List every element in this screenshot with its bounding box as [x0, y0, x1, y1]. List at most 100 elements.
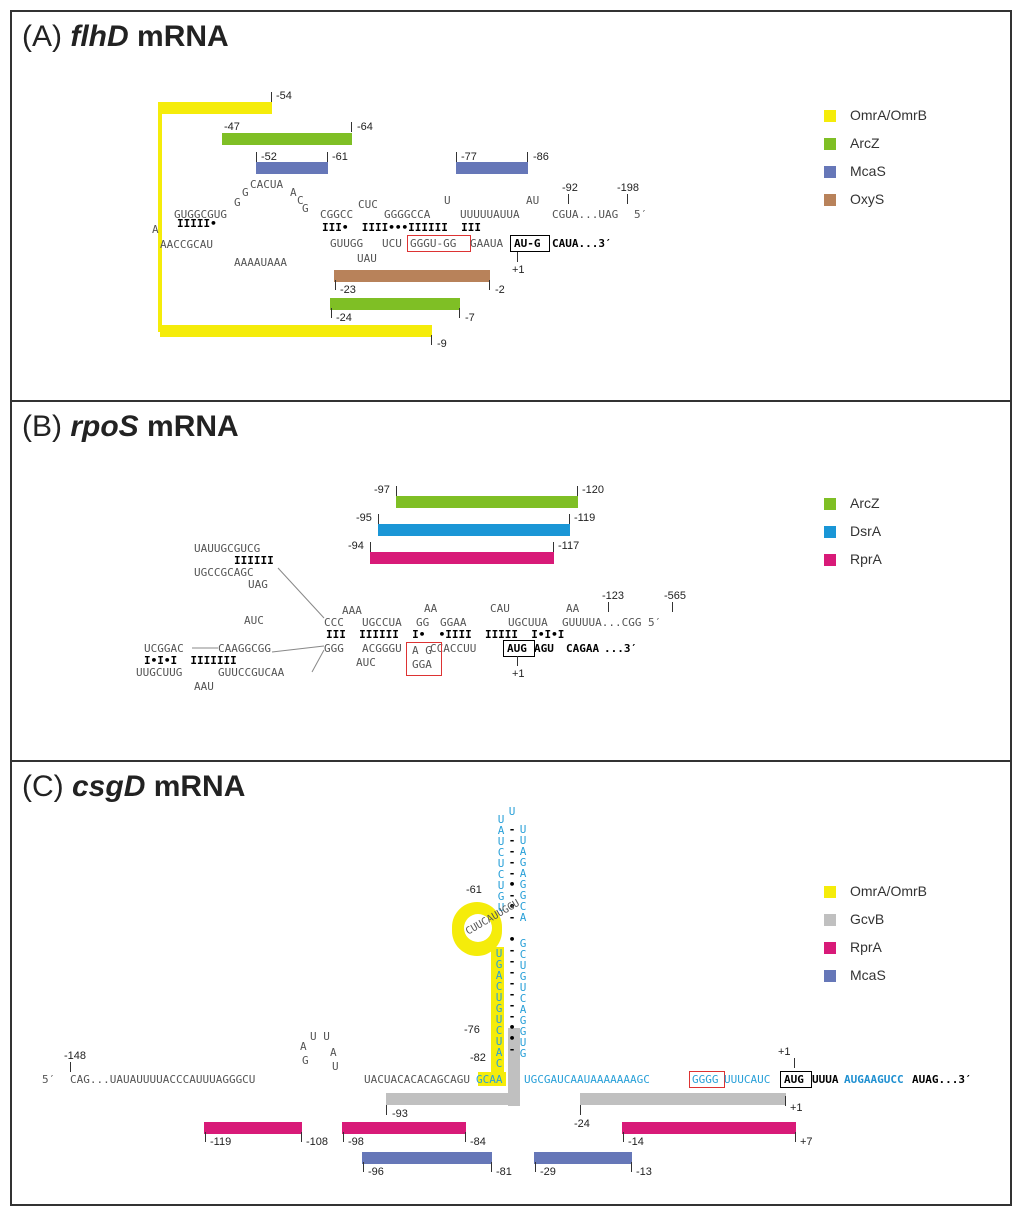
- omra-bottom-bar: [160, 325, 432, 337]
- legend-label: OmrA/OmrB: [850, 107, 927, 123]
- legend-label: OmrA/OmrB: [850, 883, 927, 899]
- tick: [301, 1132, 302, 1142]
- tick: [205, 1132, 206, 1142]
- tick: [527, 152, 528, 162]
- seq: UGCCUA: [362, 616, 402, 629]
- label-m95: -95: [356, 512, 372, 524]
- seq: UGCGAUCAAUAAAAAAAGC: [524, 1073, 650, 1086]
- tick: [70, 1062, 71, 1072]
- panel-a: (A) flhD mRNA -54 -47 -64 -52 -61 -77 -8…: [10, 10, 1012, 402]
- seq: AA: [566, 602, 580, 615]
- legend-swatch: [824, 498, 836, 510]
- tick: [396, 486, 397, 496]
- seq: GGAA: [440, 616, 467, 629]
- gcvb-bar-1: [386, 1093, 520, 1105]
- label-m96: -96: [368, 1166, 384, 1178]
- seq: A G: [412, 644, 432, 657]
- gcvb-bar-2: [580, 1093, 786, 1105]
- label-m61: -61: [332, 151, 348, 163]
- seq: A: [290, 186, 297, 199]
- seq: UGCUUA: [508, 616, 548, 629]
- label-m119: -119: [210, 1136, 232, 1148]
- seq: UUUUUAUUA: [460, 208, 520, 221]
- legend-swatch: [824, 138, 836, 150]
- tick: [431, 335, 432, 345]
- label-m24: -24: [336, 312, 352, 324]
- mcas-bar-1: [362, 1152, 492, 1164]
- label-m82: -82: [470, 1052, 486, 1064]
- seq: ACGGGU: [362, 642, 402, 655]
- tick: [631, 1162, 632, 1172]
- tick: [785, 1096, 786, 1106]
- tick: [517, 656, 518, 666]
- label-m54: -54: [276, 90, 292, 102]
- label-m64: -64: [357, 121, 373, 133]
- legend-label: RprA: [850, 551, 882, 567]
- label-m92: -92: [562, 182, 578, 194]
- label-m86: -86: [533, 151, 549, 163]
- panel-b: (B) rpoS mRNA -97 -120 -95 -119 -94 -117…: [10, 400, 1012, 762]
- legend-swatch: [824, 914, 836, 926]
- tick: [271, 92, 272, 102]
- label-m117: -117: [558, 540, 580, 552]
- seq: U: [444, 194, 451, 207]
- seq: CCC: [324, 616, 344, 629]
- seq: ...3′: [604, 642, 638, 655]
- base-pairs: III• IIII•••IIIIII III: [322, 221, 481, 234]
- seq: UUGCUUG: [136, 666, 183, 679]
- tick: [327, 152, 328, 162]
- label-m198: -198: [617, 182, 640, 194]
- tick: [517, 252, 518, 262]
- mcas-bar-2: [456, 162, 528, 174]
- label-p1: +1: [512, 264, 525, 276]
- label-m13: -13: [636, 1166, 652, 1178]
- label-p1top: +1: [778, 1046, 791, 1058]
- bulge-box: [406, 642, 442, 676]
- label-m76: -76: [464, 1024, 480, 1036]
- seq: UAUUGCGUCG: [194, 542, 261, 555]
- label-m97: -97: [374, 484, 390, 496]
- label-m120: -120: [582, 484, 605, 496]
- legend-swatch: [824, 554, 836, 566]
- seq: UUUCAUC: [724, 1073, 771, 1086]
- seq: U U: [310, 1030, 330, 1043]
- seq: CGUA...UAG: [552, 208, 619, 221]
- label-m81: -81: [496, 1166, 512, 1178]
- seq: G: [242, 186, 249, 199]
- tick: [386, 1105, 387, 1115]
- seq: A: [300, 1040, 307, 1053]
- tick: [370, 542, 371, 552]
- top-u: U: [508, 805, 516, 818]
- seq: AUC: [356, 656, 376, 669]
- label-m24: -24: [574, 1118, 590, 1130]
- tick: [577, 486, 578, 496]
- legend-swatch: [824, 970, 836, 982]
- tick: [489, 280, 490, 290]
- seq: AGU: [534, 642, 554, 655]
- legend-swatch: [824, 526, 836, 538]
- mcas-bar-1: [256, 162, 328, 174]
- panel-b-letter: (B): [22, 410, 62, 443]
- seq: GGG: [324, 642, 344, 655]
- seq: C: [297, 194, 304, 207]
- start-codon-box: [780, 1071, 812, 1088]
- label-m148: -148: [64, 1050, 87, 1062]
- label-m77: -77: [461, 151, 477, 163]
- sd-box: [689, 1071, 725, 1088]
- seq: GUUUUA...CGG: [562, 616, 642, 629]
- rpra-bar-3: [622, 1122, 796, 1134]
- base-pairs: III IIIIII I• •IIII IIIII I•I•I: [326, 628, 565, 641]
- label-m14: -14: [628, 1136, 644, 1148]
- start-codon: AUG: [507, 642, 527, 655]
- seq: UUUA: [812, 1073, 839, 1086]
- tick: [580, 1105, 581, 1115]
- tick: [491, 1162, 492, 1172]
- legend-label: RprA: [850, 939, 882, 955]
- tick: [553, 542, 554, 552]
- seq: AU: [526, 194, 540, 207]
- start-codon: AU-G: [514, 237, 541, 250]
